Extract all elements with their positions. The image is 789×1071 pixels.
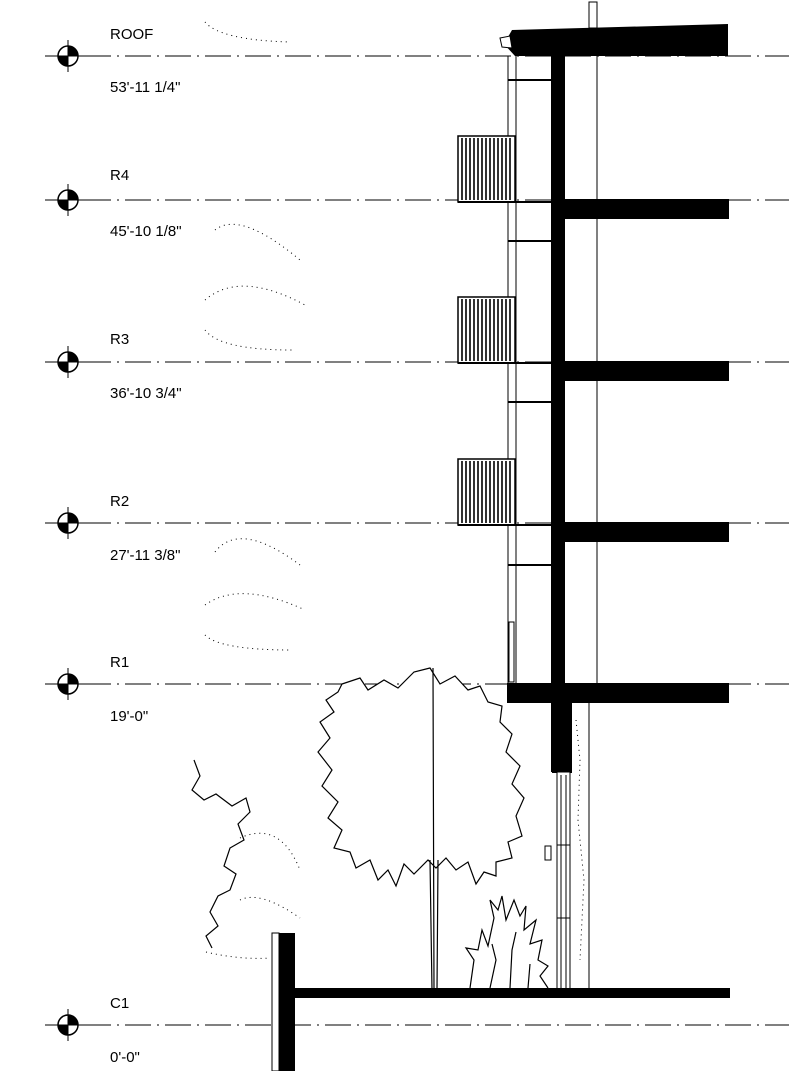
foundation-wall [279, 933, 295, 1071]
ground-slab [290, 988, 730, 998]
door-handle [544, 845, 552, 861]
building-structure [271, 1, 730, 1071]
level-elevation: 0'-0" [110, 1049, 140, 1066]
level-elevation: 45'-10 1/8" [110, 223, 182, 240]
floor-slab-r2 [551, 522, 729, 542]
level-elevation: 36'-10 3/4" [110, 385, 182, 402]
level-name: R1 [110, 654, 129, 671]
level-datum-marker-icon [48, 40, 88, 72]
shrub-icon [464, 895, 549, 989]
level-datum-marker-icon [48, 507, 88, 539]
balcony-railing-icon [457, 296, 551, 364]
tree-icon [317, 667, 525, 991]
roof-parapet [499, 35, 513, 49]
ground-glazing [556, 771, 571, 991]
door-frame [508, 621, 515, 683]
level-datum-marker-icon [48, 346, 88, 378]
level-c1: C1 0'-0" [45, 995, 789, 1066]
background-tree-outline [191, 759, 251, 949]
level-elevation: 27'-11 3/8" [110, 547, 180, 564]
concrete-hatch [575, 719, 585, 961]
balcony-railing-icon [457, 135, 551, 203]
main-wall [551, 40, 565, 772]
level-name: C1 [110, 995, 129, 1012]
level-elevation: 19'-0" [110, 708, 148, 725]
level-name: R2 [110, 493, 129, 510]
level-datum-marker-icon [48, 668, 88, 700]
level-r1: R1 19'-0" [45, 654, 789, 725]
floor-slab-r4 [551, 199, 729, 219]
floor-slab-r3 [551, 361, 729, 381]
balcony-railing-icon [457, 458, 551, 526]
vent-pipe [588, 1, 598, 29]
level-datum-marker-icon [48, 184, 88, 216]
level-name: R4 [110, 167, 129, 184]
level-name: ROOF [110, 26, 153, 43]
decorative-dot-patterns [204, 21, 306, 959]
roof-slab [504, 24, 728, 56]
level-name: R3 [110, 331, 129, 348]
lower-wall [552, 703, 572, 773]
foundation-edge [271, 932, 280, 1071]
level-datum-marker-icon [48, 1009, 88, 1041]
level-elevation: 53'-11 1/4" [110, 79, 180, 96]
floor-slab-r1 [507, 683, 729, 703]
